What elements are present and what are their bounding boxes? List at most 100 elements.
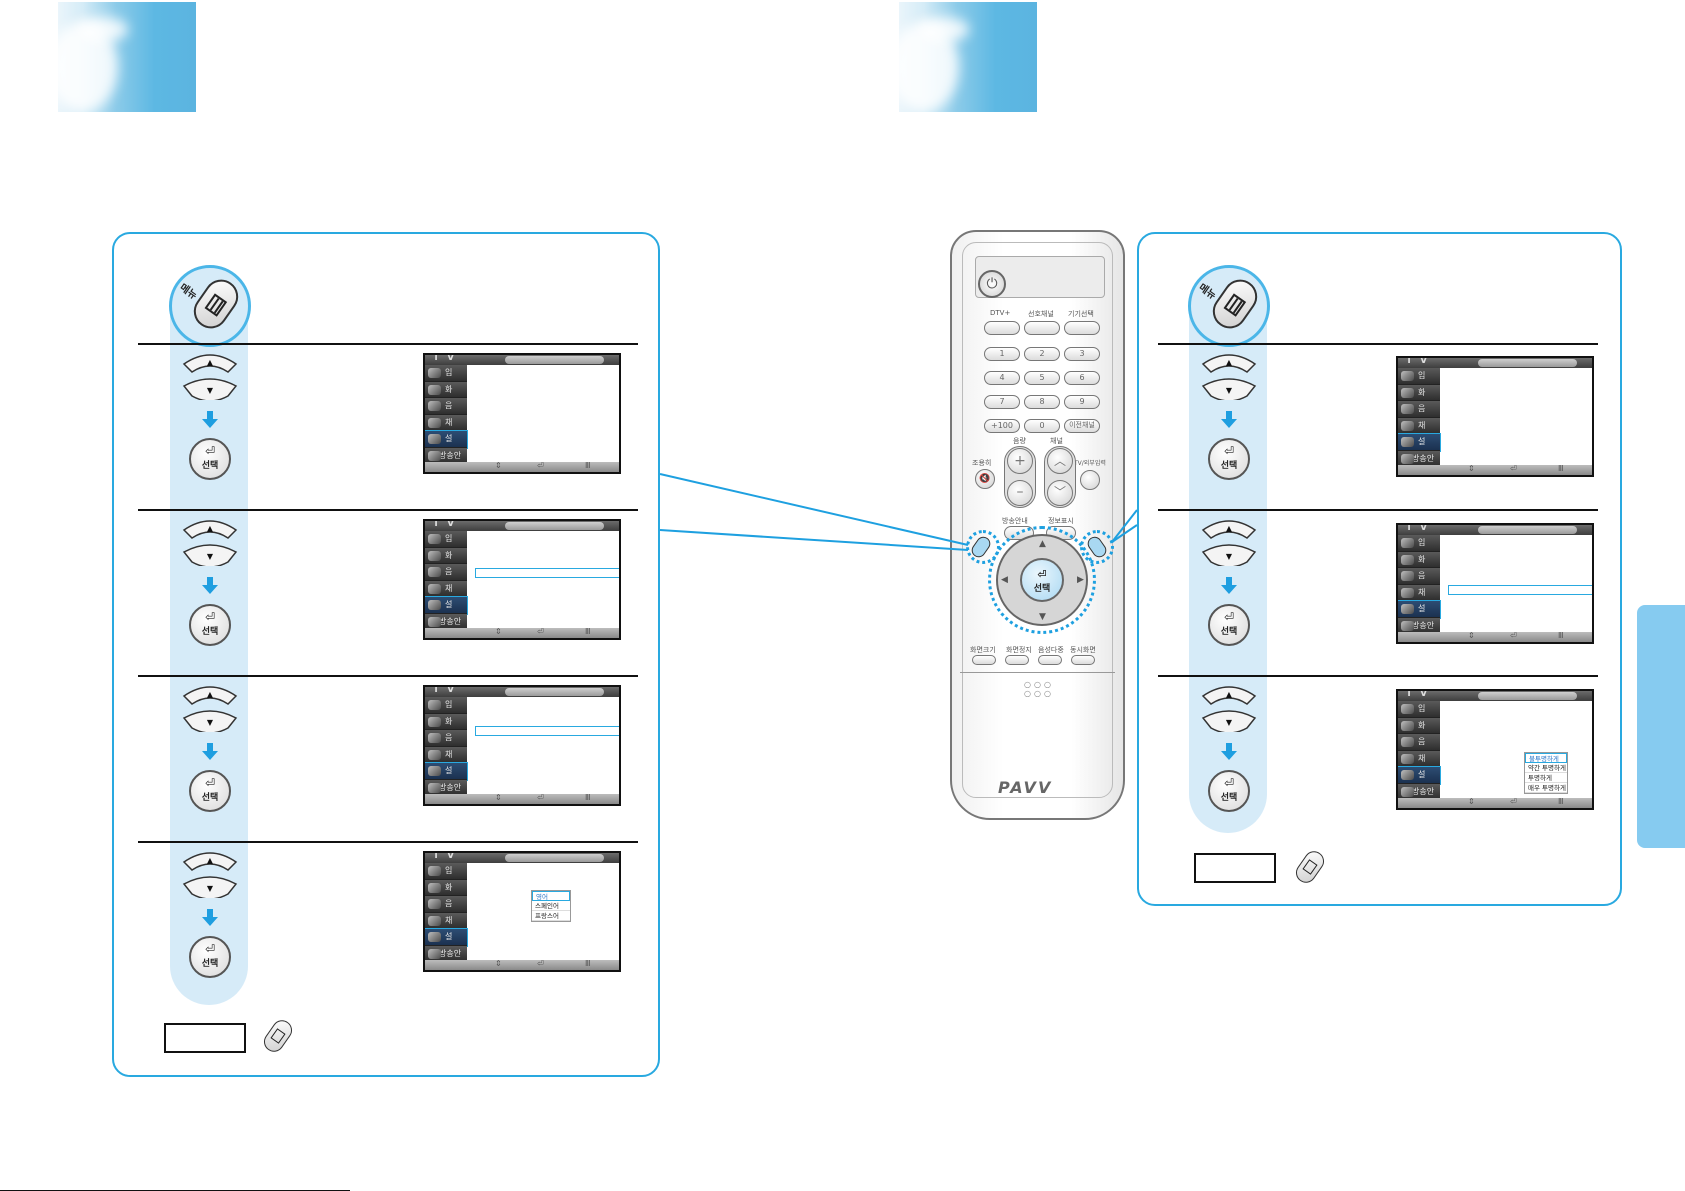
tv-osd-screen: TV 입 력 화 면 음 향 채 널 설 정 방송안내 영어 스페인어 프랑스어… xyxy=(423,851,621,972)
down-button[interactable]: ▼ xyxy=(1201,376,1257,402)
volume-up-button[interactable]: + xyxy=(1007,448,1033,474)
dpad-select-button[interactable]: ⏎선택 xyxy=(1020,558,1064,602)
volume-down-button[interactable]: – xyxy=(1007,480,1033,506)
section-side-tab xyxy=(1637,605,1685,848)
favorite-channel-button[interactable] xyxy=(1024,321,1060,335)
dpad-right-button[interactable]: ▶ xyxy=(1077,575,1084,585)
select-button[interactable]: ⏎선택 xyxy=(1208,604,1250,646)
previous-channel-button[interactable]: 이전채널 xyxy=(1064,419,1100,433)
enter-icon: ⏎ xyxy=(204,942,216,956)
tv-osd-screen: TV 입 력 화 면 음 향 채 널 설 정 방송안내 ⇕⏎Ⅲ xyxy=(423,685,621,806)
svg-text:▲: ▲ xyxy=(207,524,214,533)
tv-osd-screen: TV 입 력 화 면 음 향 채 널 설 정 방송안내 ⇕⏎Ⅲ xyxy=(423,519,621,640)
down-button[interactable]: ▼ xyxy=(182,542,238,568)
select-button[interactable]: ⏎선택 xyxy=(189,438,231,480)
updown-icon: ⇕ xyxy=(495,793,502,802)
select-button[interactable]: ⏎선택 xyxy=(1208,770,1250,812)
menu-icon: Ⅲ xyxy=(1558,464,1564,473)
number-button[interactable]: 4 xyxy=(984,371,1020,385)
brand-logo: PAVV xyxy=(998,778,1053,797)
language-option[interactable]: 프랑스어 xyxy=(532,911,570,921)
select-button[interactable]: ⏎선택 xyxy=(189,936,231,978)
tv-osd-screen: TV 입 력 화 면 음 향 채 널 설 정 방송안내 ⇕⏎Ⅲ xyxy=(423,353,621,474)
enter-icon: ⏎ xyxy=(1037,568,1047,581)
mute-button[interactable]: 🔇 xyxy=(975,469,995,489)
plus100-button[interactable]: +100 xyxy=(984,419,1020,433)
channel-up-button[interactable]: ︿ xyxy=(1047,448,1073,474)
osd-menu-item: 입 력 xyxy=(1398,701,1440,729)
language-option[interactable]: 스페인어 xyxy=(532,901,570,911)
next-step-arrow-icon xyxy=(202,577,218,594)
osd-menu-list: 입 력 화 면 음 향 채 널 설 정 방송안내 xyxy=(1398,535,1441,642)
menu-icon: Ⅲ xyxy=(585,959,591,968)
up-button[interactable]: ▲ xyxy=(182,682,238,706)
favorite-channel-label: 선호채널 xyxy=(1028,310,1054,318)
number-button[interactable]: 9 xyxy=(1064,395,1100,409)
number-button[interactable]: 6 xyxy=(1064,371,1100,385)
down-button[interactable]: ▼ xyxy=(182,376,238,402)
dpad-up-button[interactable]: ▲ xyxy=(1039,539,1046,549)
dtv-button[interactable] xyxy=(984,321,1020,335)
svg-text:▼: ▼ xyxy=(1226,718,1233,727)
dpad-left-button[interactable]: ◀ xyxy=(1001,575,1008,585)
number-button[interactable]: 3 xyxy=(1064,347,1100,361)
down-button[interactable]: ▼ xyxy=(1201,708,1257,734)
select-button[interactable]: ⏎선택 xyxy=(1208,438,1250,480)
select-button[interactable]: ⏎선택 xyxy=(189,604,231,646)
caption-box xyxy=(164,1023,246,1053)
device-select-label: 기기선택 xyxy=(1068,310,1094,318)
pip-label: 동시화면 xyxy=(1070,646,1096,654)
transparency-option-selected[interactable]: 불투명하게 xyxy=(1525,753,1567,763)
audio-multi-button[interactable] xyxy=(1038,655,1062,665)
svg-text:▲: ▲ xyxy=(1226,690,1233,699)
step-separator xyxy=(1158,509,1598,511)
updown-icon: ⇕ xyxy=(495,959,502,968)
guide-label: 방송안내 xyxy=(1002,517,1028,525)
updown-icon: ⇕ xyxy=(495,627,502,636)
number-button[interactable]: 0 xyxy=(1024,419,1060,433)
power-button[interactable]: ⏻ xyxy=(978,270,1006,298)
channel-down-button[interactable]: ﹀ xyxy=(1047,480,1073,506)
enter-icon: ⏎ xyxy=(1223,444,1235,458)
number-button[interactable]: 1 xyxy=(984,347,1020,361)
enter-icon: ⏎ xyxy=(1223,610,1235,624)
svg-text:▼: ▼ xyxy=(207,386,214,395)
up-button[interactable]: ▲ xyxy=(182,848,238,872)
tv-external-button[interactable] xyxy=(1080,470,1100,490)
number-button[interactable]: 8 xyxy=(1024,395,1060,409)
language-option-selected[interactable]: 영어 xyxy=(532,891,570,901)
osd-menu-item: 음 향 xyxy=(1398,734,1440,762)
number-button[interactable]: 7 xyxy=(984,395,1020,409)
down-button[interactable]: ▼ xyxy=(1201,542,1257,568)
screen-size-button[interactable] xyxy=(972,655,996,665)
enter-icon: ⏎ xyxy=(537,461,544,470)
dpad-highlight-ring xyxy=(988,526,1096,634)
up-button[interactable]: ▲ xyxy=(1201,516,1257,540)
svg-text:▼: ▼ xyxy=(207,884,214,893)
osd-menu-list: 입 력 화 면 음 향 채 널 설 정 방송안내 xyxy=(1398,368,1441,475)
transparency-option[interactable]: 약간 투명하게 xyxy=(1525,763,1567,773)
enter-icon: ⏎ xyxy=(1223,776,1235,790)
transparency-option[interactable]: 매우 투명하게 xyxy=(1525,783,1567,793)
down-button[interactable]: ▼ xyxy=(182,874,238,900)
down-button[interactable]: ▼ xyxy=(182,708,238,734)
number-button[interactable]: 5 xyxy=(1024,371,1060,385)
freeze-button[interactable] xyxy=(1005,655,1029,665)
dpad-down-button[interactable]: ▼ xyxy=(1039,612,1046,622)
device-select-button[interactable] xyxy=(1064,321,1100,335)
number-button[interactable]: 2 xyxy=(1024,347,1060,361)
up-button[interactable]: ▲ xyxy=(1201,350,1257,374)
osd-menu-item: 음 향 xyxy=(1398,568,1440,596)
up-button[interactable]: ▲ xyxy=(182,516,238,540)
remote-divider xyxy=(960,672,1115,673)
transparency-option[interactable]: 투명하게 xyxy=(1525,773,1567,783)
osd-highlight-row xyxy=(1448,585,1592,595)
menu-icon: Ⅲ xyxy=(1558,631,1564,640)
select-button[interactable]: ⏎선택 xyxy=(189,770,231,812)
svg-text:▼: ▼ xyxy=(207,718,214,727)
up-button[interactable]: ▲ xyxy=(1201,682,1257,706)
pip-button[interactable] xyxy=(1071,655,1095,665)
svg-text:▼: ▼ xyxy=(207,552,214,561)
osd-menu-item: 입 력 xyxy=(1398,535,1440,563)
up-button[interactable]: ▲ xyxy=(182,350,238,374)
